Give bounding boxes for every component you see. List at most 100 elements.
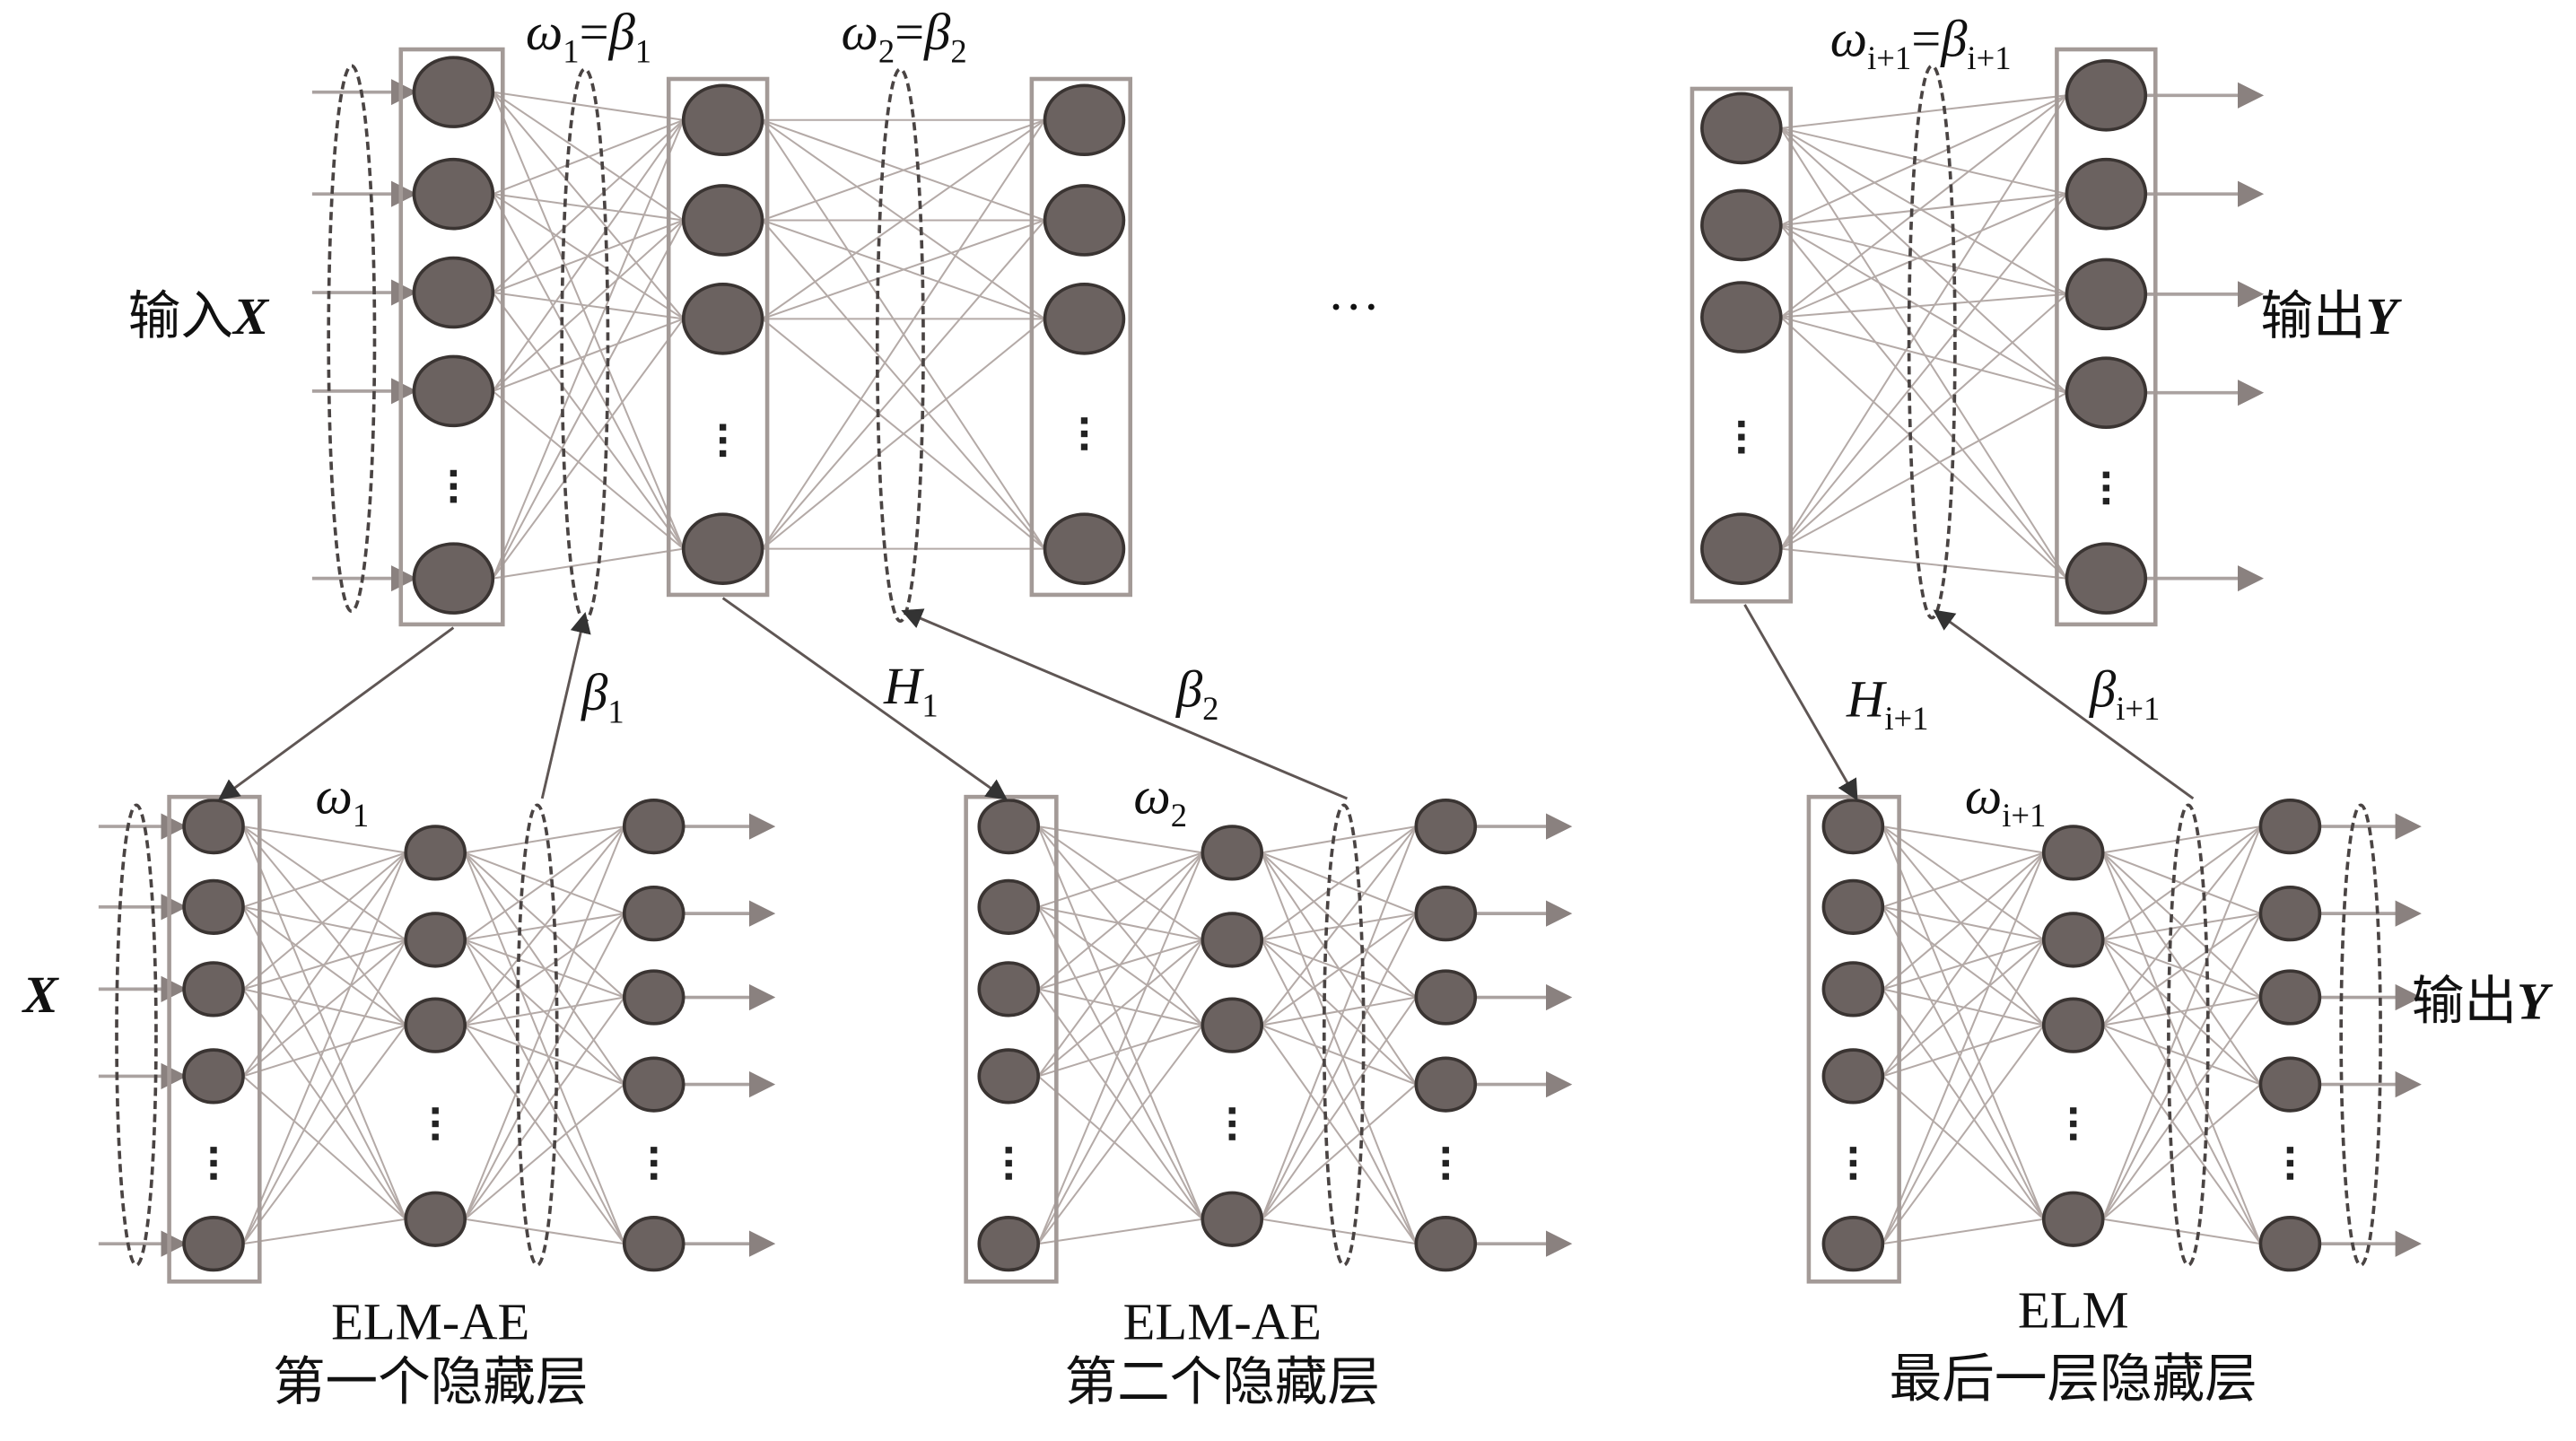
edge — [1882, 852, 2045, 1244]
svg-text:输出Y: 输出Y — [2260, 287, 2402, 345]
edge — [1037, 825, 1204, 1220]
top-hidden2-layer-box — [1029, 76, 1133, 598]
sub2-hidden-layer-node — [1201, 997, 1264, 1053]
sub1-beta-oval — [515, 803, 559, 1267]
edge — [1780, 94, 2067, 226]
sub2-input-layer-box — [964, 794, 1059, 1284]
sub1-input-layer-node — [182, 961, 245, 1017]
link-label-beta2: β2 — [1175, 659, 1219, 727]
svg-text:H1: H1 — [883, 657, 939, 724]
edge — [464, 996, 624, 1026]
edge — [464, 913, 625, 1026]
edge — [1780, 224, 2067, 394]
edge — [242, 1025, 407, 1244]
edge — [464, 852, 625, 1244]
link-label-hi1: Hi+1 — [1846, 669, 1928, 737]
top-input-layer-node — [412, 354, 495, 428]
sub3-output-layer-node — [2258, 886, 2322, 942]
sub1-input-oval — [115, 803, 158, 1267]
edge — [1262, 996, 1417, 1026]
sub3-input-layer-ellipsis-dots — [1849, 1159, 1857, 1167]
sub3-hidden-layer-node — [2041, 912, 2105, 968]
edge — [1780, 193, 2068, 550]
sub2-input-layer-node — [977, 961, 1041, 1017]
edge — [1037, 1025, 1204, 1244]
beta2-group-oval — [875, 67, 925, 624]
weight-label-2: ω2=β2 — [841, 3, 966, 70]
sub3-caption-line2: 最后一层隐藏层 — [1890, 1349, 2257, 1408]
sub3-input-layer-box — [1806, 794, 1901, 1284]
edge — [1780, 193, 2067, 319]
edge — [492, 390, 685, 550]
edge — [761, 119, 1046, 550]
top-hiddenN-layer-ellipsis-dots — [1738, 433, 1745, 441]
sub3-hidden-layer-ellipsis-dots — [2070, 1107, 2077, 1114]
weight-label-i1: ωi+1=βi+1 — [1830, 9, 2012, 76]
edge — [1038, 825, 1203, 854]
edge — [242, 852, 406, 991]
sub1-output-layer-ellipsis-dots — [651, 1147, 658, 1154]
edge — [493, 91, 684, 121]
edge — [761, 219, 1046, 550]
edge — [1261, 825, 1417, 941]
top-output-layer-ellipsis-dots — [2102, 471, 2109, 478]
top-hidden2-layer-node — [1043, 283, 1126, 355]
edge — [493, 547, 684, 580]
edge — [464, 913, 625, 1220]
edge — [242, 939, 406, 1078]
sub3-hidden-layer-node — [2041, 825, 2105, 881]
edge — [242, 825, 406, 854]
top-hidden1-layer-node — [681, 512, 764, 585]
edge — [1780, 391, 2067, 550]
sub1-output-layer-ellipsis-dots — [651, 1173, 658, 1180]
edge — [1780, 293, 2067, 319]
edge — [242, 905, 406, 941]
edge — [1038, 1218, 1203, 1245]
edge — [492, 119, 685, 293]
edge — [1882, 825, 2044, 854]
edge — [492, 219, 685, 392]
sub1-output-layer-node — [622, 1216, 685, 1272]
top-output-layer-ellipsis-dots — [2102, 497, 2109, 505]
diagram-shapes — [115, 47, 2382, 1284]
top-input-layer-node — [412, 157, 495, 231]
edge — [1882, 939, 2045, 1244]
edge — [1261, 1025, 1418, 1244]
sub1-output-layer-node — [622, 886, 685, 942]
sub1-input-x-label: X — [22, 965, 60, 1024]
edge — [1882, 906, 2045, 1220]
sub2-input-layer-node — [977, 1048, 1041, 1105]
edge — [1261, 1024, 1417, 1086]
edge — [242, 1218, 406, 1245]
edge — [1261, 825, 1418, 1220]
edge — [1882, 1024, 2045, 1078]
edge — [2101, 996, 2262, 1220]
sub1-output-layer-node — [622, 798, 685, 855]
sub2-hidden-layer-node — [1201, 1191, 1264, 1247]
edge — [465, 825, 624, 854]
edge — [1037, 852, 1204, 1244]
sub1-input-layer-ellipsis-dots — [210, 1147, 217, 1154]
edge — [1780, 224, 2068, 580]
edge — [1780, 316, 2067, 394]
sub1-input-layer-ellipsis-dots — [210, 1159, 217, 1167]
edge — [1882, 1025, 2045, 1244]
top-hiddenN-layer-node — [1700, 92, 1783, 165]
edge — [492, 318, 685, 392]
sub2-output-layer-node — [1414, 1056, 1478, 1113]
top-hiddenN-layer-node — [1700, 188, 1783, 262]
edge — [2101, 852, 2262, 1244]
edge — [242, 825, 407, 1220]
edge — [1261, 913, 1418, 1220]
sub2-hidden-layer-ellipsis-dots — [1228, 1133, 1236, 1140]
sub1-output-layer-node — [622, 969, 685, 1026]
edge — [1882, 1075, 2045, 1220]
sub2-input-layer-node — [977, 1216, 1041, 1272]
edge — [464, 1024, 625, 1086]
top-input-layer-ellipsis-dots — [450, 483, 458, 490]
edge — [242, 825, 406, 941]
sub1-caption-line1: ELM-AE — [331, 1292, 529, 1350]
sub2-output-layer-ellipsis-dots — [1442, 1147, 1449, 1154]
svg-text:β2: β2 — [1175, 659, 1219, 727]
sub1-caption-line2: 第一个隐藏层 — [273, 1353, 588, 1411]
